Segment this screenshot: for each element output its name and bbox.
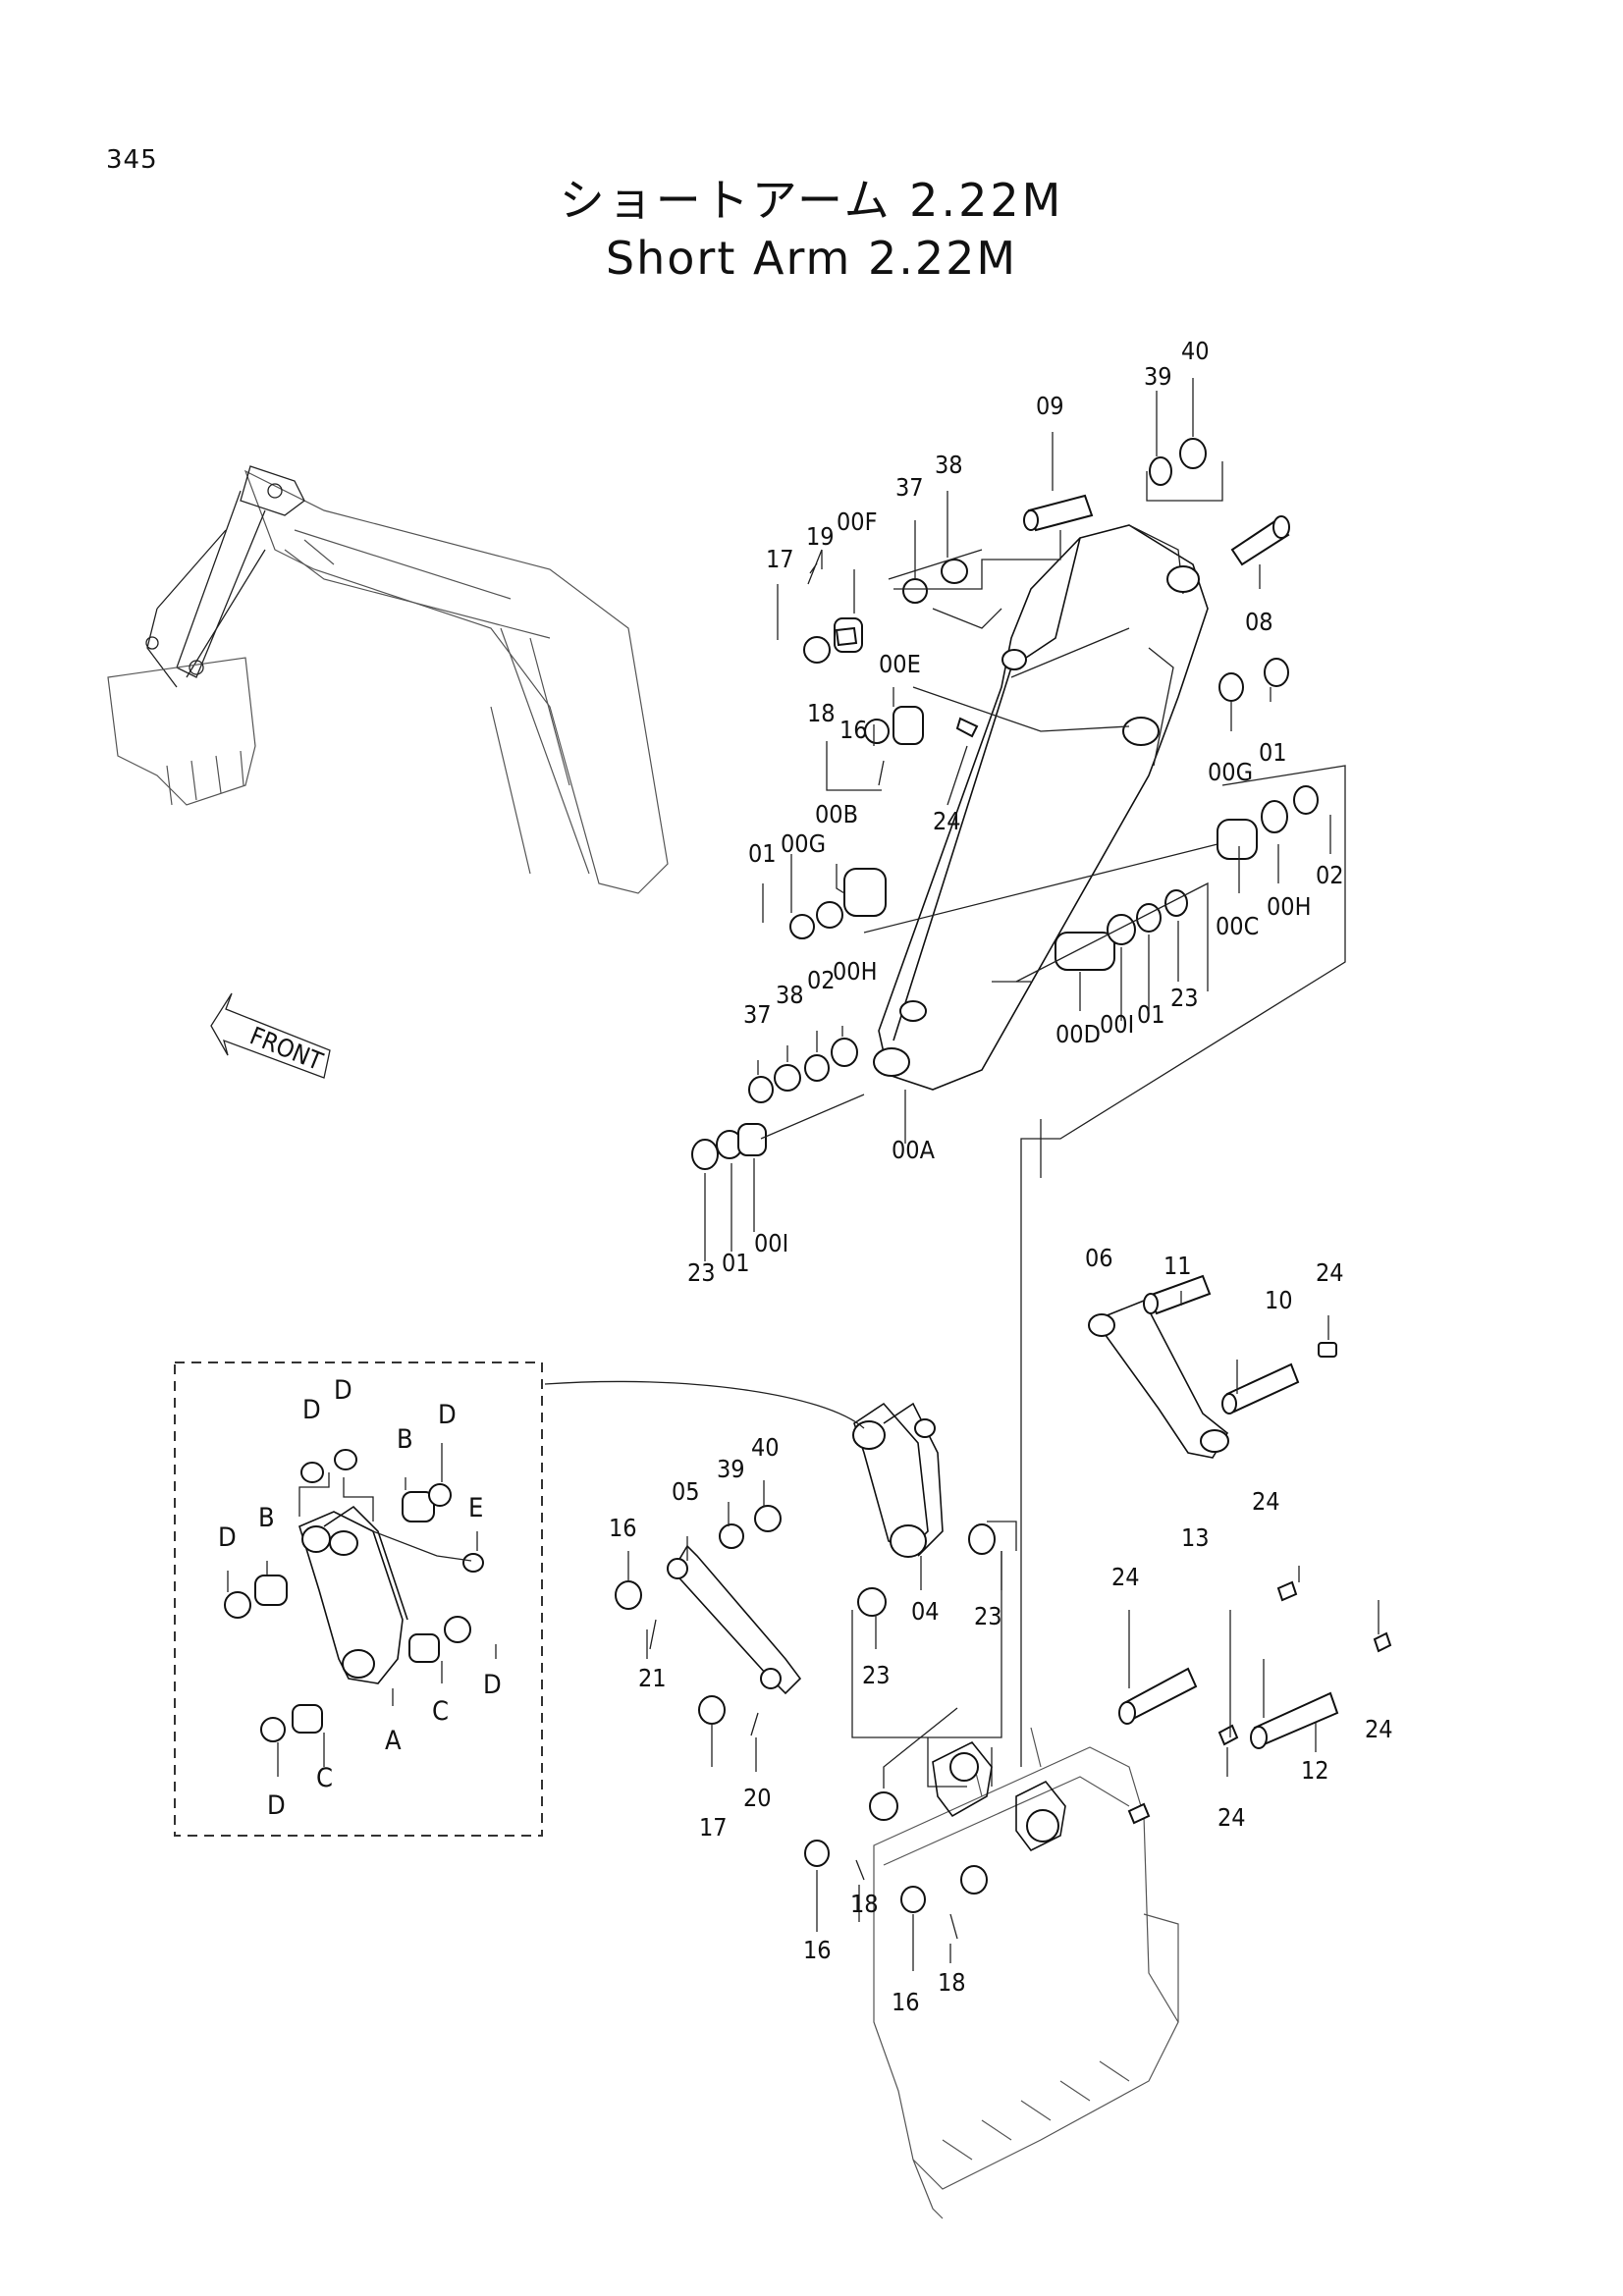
label-01-right: 01	[1259, 738, 1287, 767]
label-00E: 00E	[879, 650, 921, 678]
label-24-top: 24	[933, 807, 961, 835]
label-16-link: 16	[609, 1514, 637, 1542]
label-24-r3: 24	[1365, 1715, 1393, 1743]
bucket-assembly	[804, 1566, 1392, 2219]
label-23-right: 23	[1170, 984, 1199, 1012]
detail-label-B1: B	[397, 1424, 413, 1455]
pin-09	[1023, 494, 1094, 532]
label-01-left: 01	[748, 839, 777, 868]
label-00G-right: 00G	[1208, 758, 1253, 786]
label-10: 10	[1265, 1286, 1293, 1314]
label-19: 19	[806, 522, 835, 551]
pin-08	[1230, 515, 1290, 566]
detail-label-B2: B	[258, 1503, 275, 1533]
label-01-bottom: 01	[722, 1249, 750, 1277]
leader-lines	[704, 378, 1346, 1767]
label-16-bucket-right: 16	[892, 1988, 920, 2016]
label-00D: 00D	[1055, 1020, 1101, 1048]
bushings-and-washers	[691, 438, 1319, 1170]
detail-label-A: A	[385, 1726, 402, 1756]
page-number: 345	[106, 145, 158, 175]
detail-box	[174, 1362, 543, 1837]
label-00C: 00C	[1216, 912, 1259, 940]
title-japanese: ショートアーム 2.22M	[559, 174, 1064, 227]
label-16-top: 16	[839, 716, 868, 744]
label-05: 05	[672, 1477, 700, 1506]
detail-label-D5: D	[483, 1670, 502, 1700]
label-38-top: 38	[935, 451, 963, 479]
title-english: Short Arm 2.22M	[605, 232, 1018, 285]
label-08: 08	[1245, 608, 1273, 636]
detail-label-D1: D	[302, 1395, 321, 1425]
label-17-top: 17	[766, 545, 794, 573]
excavator-overview-sketch	[107, 465, 669, 894]
detail-label-D4: D	[218, 1522, 237, 1553]
label-18-bucket-left: 18	[850, 1890, 879, 1918]
detail-label-D2: D	[334, 1375, 352, 1406]
label-02-left: 02	[807, 966, 836, 994]
label-00F: 00F	[837, 507, 878, 536]
label-00B: 00B	[815, 800, 858, 828]
label-06: 06	[1085, 1244, 1113, 1272]
detail-letter-labels: D D B D E D B D C A C D	[218, 1375, 502, 1821]
label-17-link: 17	[699, 1813, 728, 1842]
detail-label-E: E	[468, 1493, 483, 1523]
label-23-link-left: 23	[862, 1661, 891, 1689]
label-23-left: 23	[687, 1258, 716, 1287]
label-21: 21	[638, 1664, 667, 1692]
label-37-top: 37	[895, 473, 924, 502]
label-04: 04	[911, 1597, 940, 1626]
label-16-bucket-left: 16	[803, 1936, 832, 1964]
link-assembly	[544, 1274, 1337, 1736]
label-00H-left: 00H	[833, 957, 878, 986]
label-37-left: 37	[743, 1000, 772, 1029]
label-18-bucket-right: 18	[938, 1968, 966, 1997]
label-00G-left: 00G	[781, 829, 826, 858]
label-11: 11	[1163, 1252, 1192, 1280]
detail-label-D3: D	[438, 1400, 457, 1430]
label-00A: 00A	[892, 1136, 936, 1164]
label-01-mid: 01	[1137, 1000, 1165, 1029]
label-13: 13	[1181, 1523, 1210, 1552]
label-40: 40	[1181, 337, 1210, 365]
label-00I-mid: 00I	[1100, 1010, 1134, 1039]
detail-label-D6: D	[267, 1790, 286, 1821]
label-00H-right: 00H	[1267, 892, 1312, 921]
part-number-labels: 09 39 40 37 38 19 00F 17 08 00E 16 18 24…	[609, 337, 1393, 2016]
detail-label-C2: C	[316, 1763, 333, 1793]
label-39-link: 39	[717, 1455, 745, 1483]
label-24-mid: 24	[1316, 1258, 1344, 1287]
front-label: FRONT	[245, 1021, 326, 1076]
arm-assembly	[873, 524, 1209, 1091]
label-23-link-right: 23	[974, 1602, 1002, 1630]
label-20: 20	[743, 1784, 772, 1812]
label-24-r1: 24	[1252, 1487, 1280, 1516]
label-00I-bottom: 00I	[754, 1229, 788, 1257]
label-18-top: 18	[807, 699, 836, 727]
label-39: 39	[1144, 362, 1172, 391]
label-40-link: 40	[751, 1433, 780, 1462]
label-24-r4: 24	[1217, 1803, 1246, 1832]
front-direction-arrow: FRONT	[210, 992, 331, 1079]
label-24-r2: 24	[1111, 1563, 1140, 1591]
label-09: 09	[1036, 392, 1064, 420]
label-12: 12	[1301, 1756, 1329, 1785]
label-38-left: 38	[776, 981, 804, 1009]
label-02-right: 02	[1316, 861, 1344, 889]
detail-label-C1: C	[432, 1696, 449, 1727]
